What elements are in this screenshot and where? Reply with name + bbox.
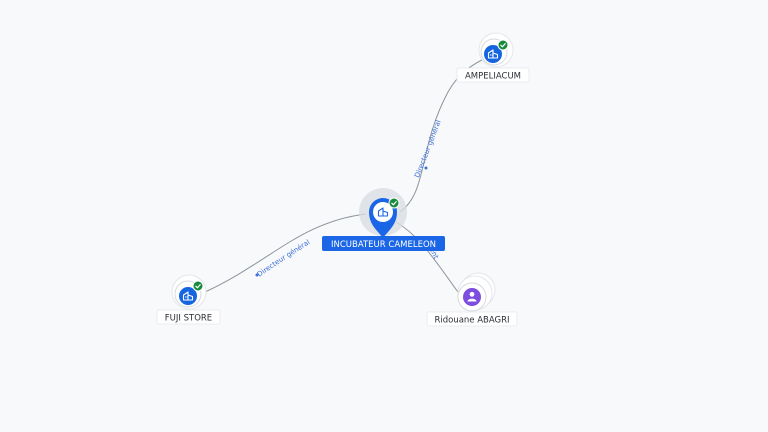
building-icon xyxy=(377,207,389,217)
check-badge-icon xyxy=(195,284,201,289)
check-badge-icon xyxy=(500,43,506,48)
node-ridouane-abagri[interactable]: Ridouane ABAGRI xyxy=(426,272,518,327)
center-label: INCUBATEUR CAMELEON xyxy=(331,240,436,250)
node-label: AMPELIACUM xyxy=(465,72,521,82)
person-icon xyxy=(467,291,477,302)
edge-center-ridouane xyxy=(395,221,459,293)
center-label-box xyxy=(322,236,445,251)
verified-badge xyxy=(497,39,509,51)
building-icon xyxy=(182,291,194,301)
check-badge-icon xyxy=(391,201,397,206)
node-label: Ridouane ABAGRI xyxy=(434,316,509,326)
edge-center-ampeliacum xyxy=(399,55,491,213)
edge-arrow-ampeliacum xyxy=(424,166,428,170)
verified-badge xyxy=(388,197,400,209)
person-icon-disc xyxy=(463,288,481,306)
node-label-box xyxy=(426,311,518,327)
edge-center-fuji xyxy=(204,213,367,293)
node-label: FUJI STORE xyxy=(165,314,212,324)
node-fuji-store[interactable]: FUJI STORE xyxy=(156,274,221,325)
edge-label-ampeliacum: Directeur général xyxy=(413,119,442,179)
building-icon xyxy=(487,49,499,59)
node-label-box xyxy=(156,309,221,325)
node-ampeliacum[interactable]: AMPELIACUM xyxy=(456,32,530,83)
center-node[interactable]: INCUBATEUR CAMELEON xyxy=(322,188,445,251)
edge-arrow-fuji xyxy=(255,273,259,277)
verified-badge xyxy=(192,280,204,292)
node-label-box xyxy=(456,67,530,83)
